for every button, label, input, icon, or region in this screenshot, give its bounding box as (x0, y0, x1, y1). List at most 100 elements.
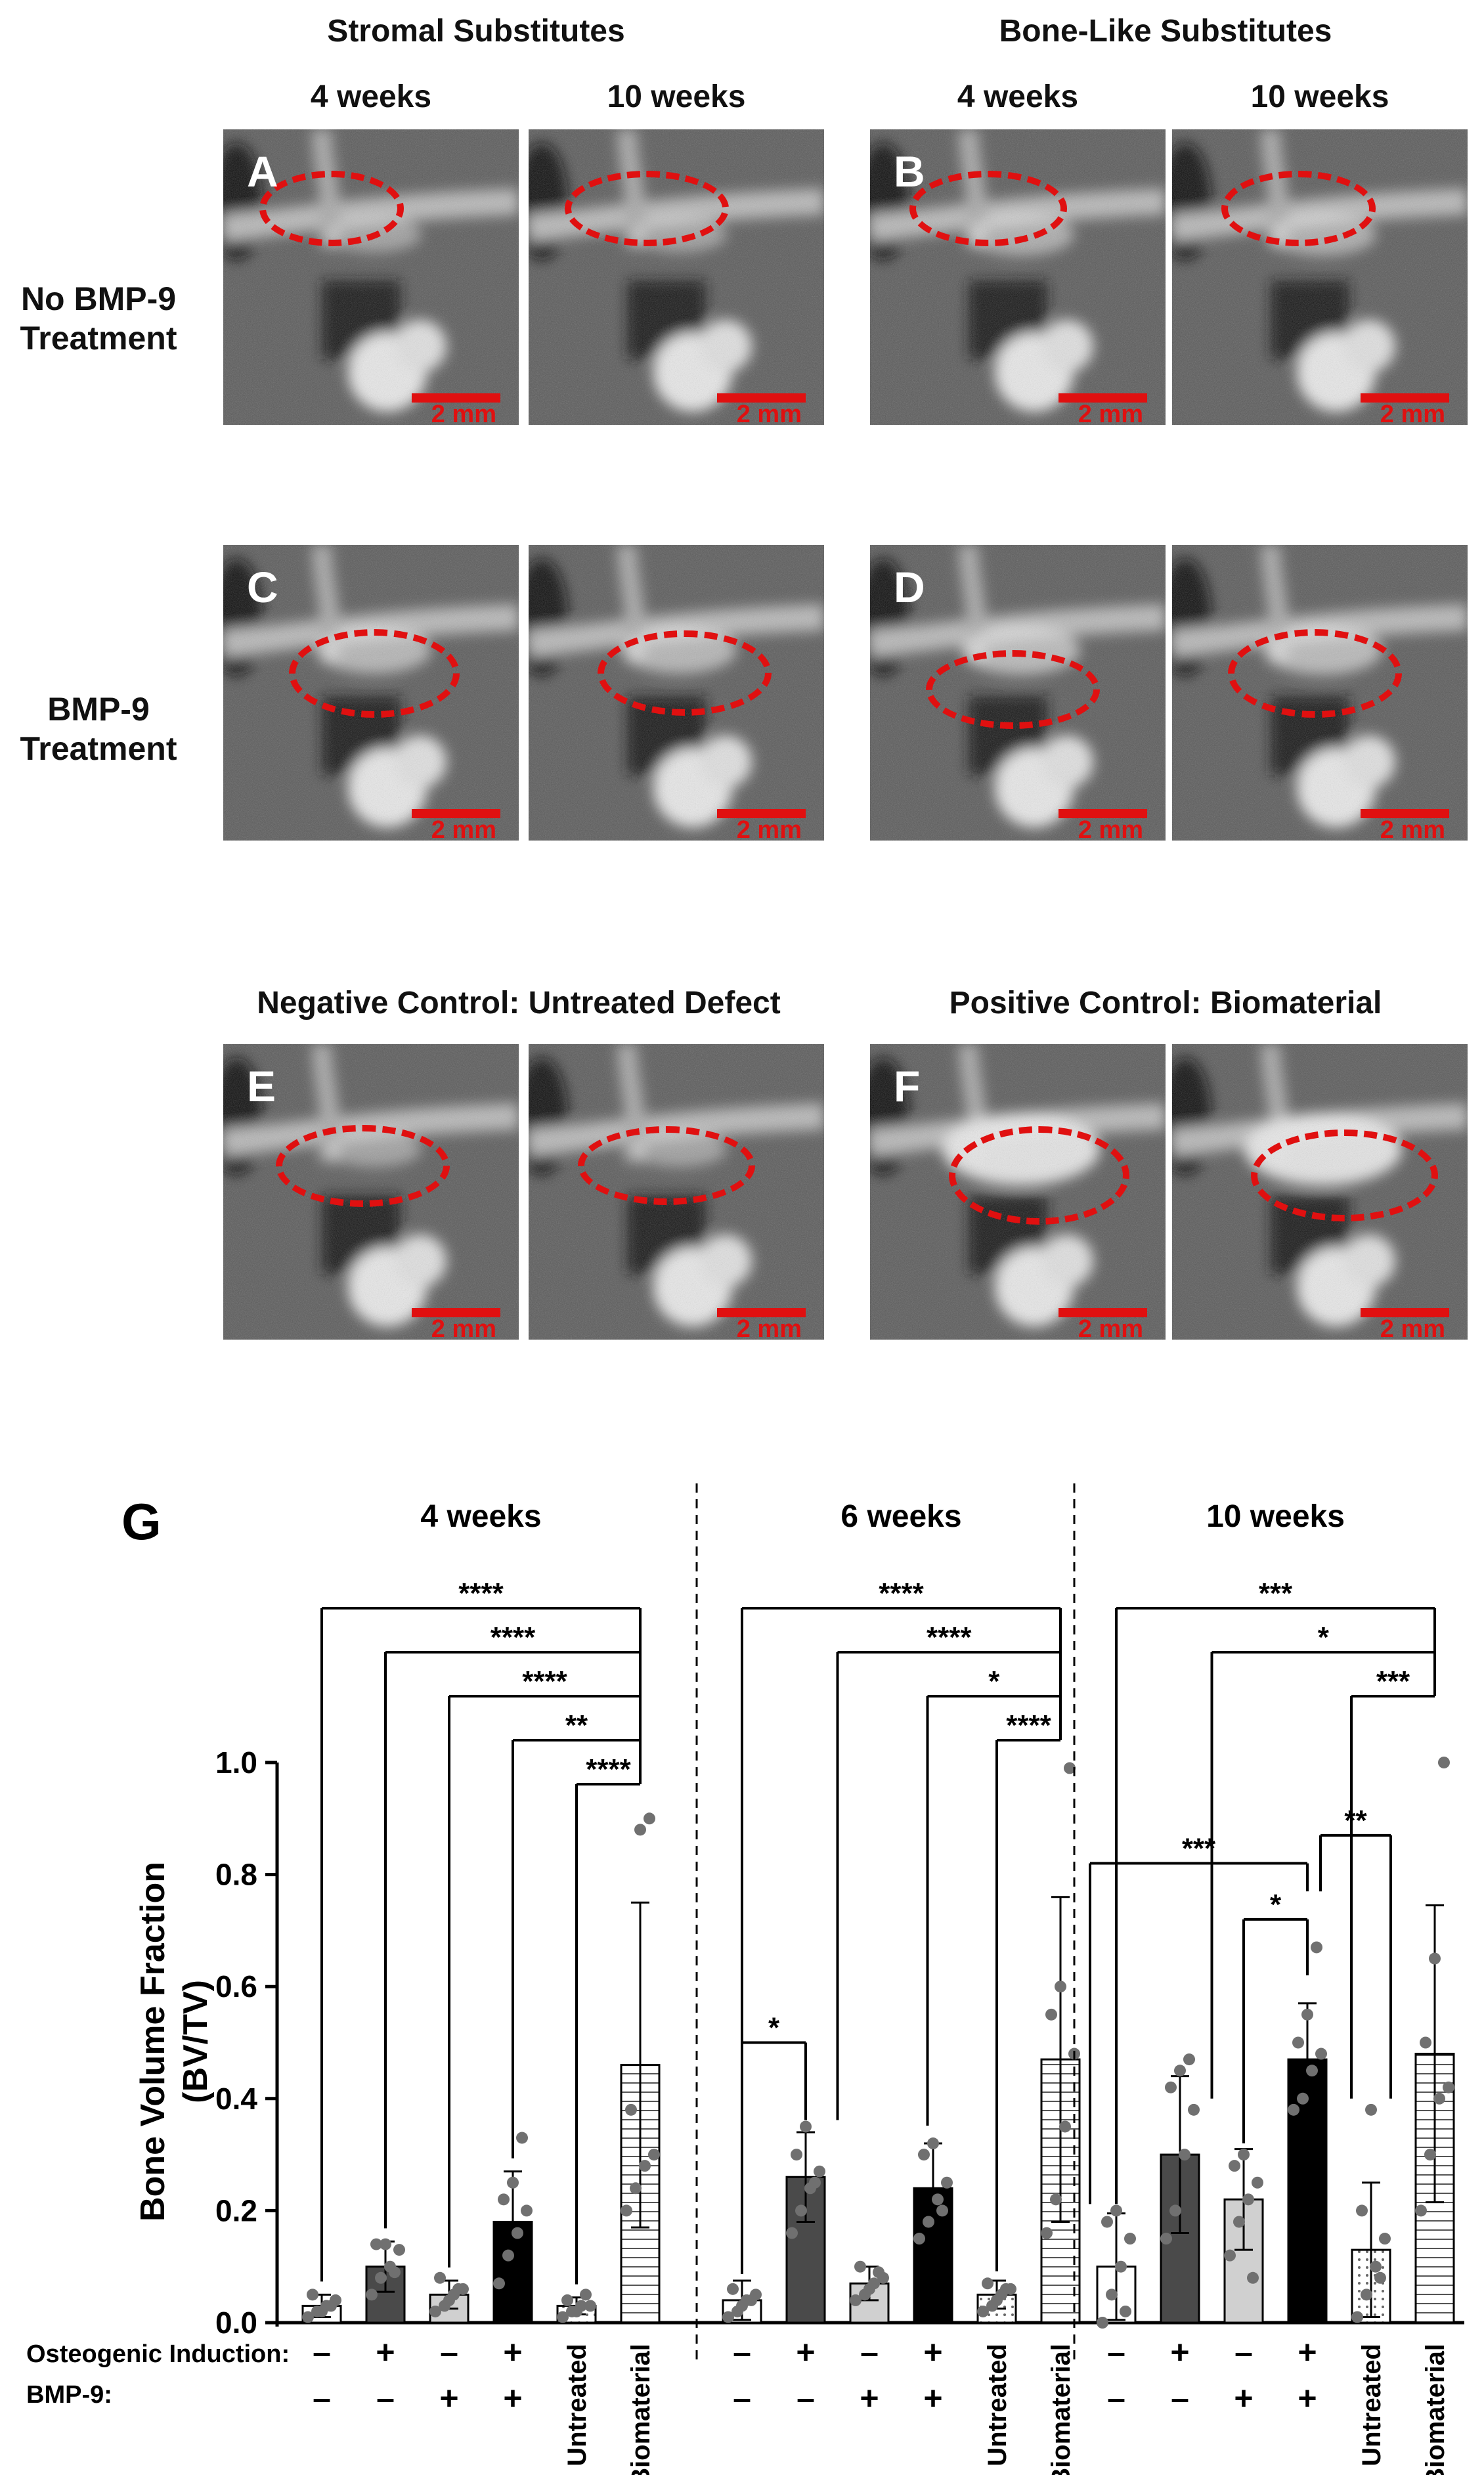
data-point (795, 2204, 807, 2217)
data-point (1420, 2036, 1431, 2049)
data-point (873, 2266, 884, 2279)
group-title: 6 weeks (840, 1499, 961, 1534)
panel-letter-f: F (894, 1062, 921, 1110)
scale-bar (1361, 1308, 1449, 1317)
data-point (621, 2204, 632, 2217)
header-positive-control: Positive Control: Biomaterial (949, 986, 1382, 1020)
panel-letter-e: E (247, 1062, 276, 1110)
data-point (1443, 2081, 1454, 2093)
data-point (452, 2283, 464, 2295)
data-point (512, 2227, 523, 2239)
data-point (1165, 2081, 1177, 2093)
sig-stars: **** (1006, 1709, 1051, 1741)
data-point (736, 2300, 748, 2312)
data-point (1233, 2216, 1245, 2228)
data-point (634, 1824, 646, 1836)
scale-bar (1361, 809, 1449, 818)
row-label-no-bmp9: No BMP-9 Treatment (20, 280, 177, 357)
scale-bar (412, 809, 500, 818)
data-point (521, 2204, 533, 2217)
scale-bar (1361, 393, 1449, 403)
osteogenic-marker: + (376, 2334, 395, 2371)
scale-bar-label: 2 mm (736, 401, 802, 425)
data-point (648, 2149, 660, 2161)
defect-outline (259, 170, 404, 246)
data-point (1064, 1762, 1076, 1774)
data-point (370, 2238, 382, 2250)
data-point (1045, 2008, 1057, 2021)
data-point (1297, 2092, 1309, 2105)
data-point (722, 2311, 734, 2323)
data-point (1238, 2149, 1250, 2161)
header-10-weeks-bone: 10 weeks (1250, 79, 1389, 114)
group-title: 10 weeks (1206, 1499, 1345, 1534)
data-point (1055, 1981, 1066, 1993)
osteogenic-marker: + (796, 2334, 815, 2371)
defect-outline (276, 1124, 450, 1207)
y-tick-label: 1.0 (215, 1745, 257, 1780)
sig-stars: ** (1344, 1805, 1367, 1837)
bmp9-marker: + (860, 2380, 879, 2417)
header-bone-like: Bone-Like Substitutes (999, 14, 1332, 49)
data-point (814, 2165, 825, 2178)
sig-stars: * (1270, 1889, 1282, 1921)
data-point (1160, 2233, 1172, 2245)
data-point (498, 2193, 510, 2206)
scale-bar (1058, 393, 1147, 403)
scale-bar-label: 2 mm (1078, 816, 1143, 841)
scale-bar (717, 809, 806, 818)
data-point (1041, 2227, 1053, 2239)
scale-bar-label: 2 mm (1380, 1315, 1445, 1340)
panel-letter-c: C (247, 563, 278, 611)
data-point (493, 2277, 505, 2290)
data-point (625, 2103, 637, 2116)
sig-stars: * (988, 1665, 1000, 1697)
bmp9-marker: + (923, 2380, 942, 2417)
group-title: 4 weeks (420, 1499, 541, 1534)
bmp9-marker: – (1107, 2380, 1125, 2417)
bmp9-marker: + (1234, 2380, 1253, 2417)
y-tick-label: 0.0 (215, 2306, 257, 2340)
scale-bar (1058, 809, 1147, 818)
data-point (393, 2244, 405, 2256)
data-point (918, 2149, 930, 2161)
scale-bar (717, 1308, 806, 1317)
data-point (1050, 2193, 1062, 2206)
defect-outline (949, 1126, 1129, 1225)
data-point (557, 2311, 569, 2323)
data-point (639, 2160, 651, 2172)
bmp9-marker: – (1171, 2380, 1189, 2417)
condition-label: Biomaterial (1047, 2344, 1076, 2475)
microct-image-f-2: 2 mm (1172, 1044, 1468, 1340)
data-point (1374, 2271, 1386, 2284)
data-point (1101, 2216, 1113, 2228)
osteogenic-marker: – (440, 2334, 458, 2371)
microct-image-b-2: 2 mm (1172, 129, 1468, 425)
data-point (443, 2294, 455, 2306)
data-point (507, 2176, 519, 2189)
data-point (1224, 2249, 1236, 2262)
data-point (389, 2266, 401, 2279)
data-point (366, 2289, 378, 2301)
sig-stars: **** (491, 1621, 536, 1654)
y-tick-label: 0.8 (215, 1858, 257, 1892)
data-point (502, 2249, 514, 2262)
data-point (1059, 2120, 1071, 2133)
data-point (307, 2289, 318, 2301)
scale-bar (717, 393, 806, 403)
data-point (644, 1812, 655, 1825)
sig-stars: ** (565, 1709, 588, 1741)
scale-bar-label: 2 mm (736, 1315, 802, 1340)
data-point (1115, 2260, 1127, 2273)
data-point (1174, 2065, 1186, 2077)
header-10-weeks-stromal: 10 weeks (607, 79, 746, 114)
data-point (1183, 2053, 1195, 2066)
data-point (316, 2305, 328, 2317)
scale-bar-label: 2 mm (1078, 401, 1143, 425)
panel-letter-a: A (247, 147, 278, 196)
sig-stars: **** (586, 1753, 631, 1785)
data-point (854, 2260, 866, 2273)
data-point (850, 2294, 862, 2306)
